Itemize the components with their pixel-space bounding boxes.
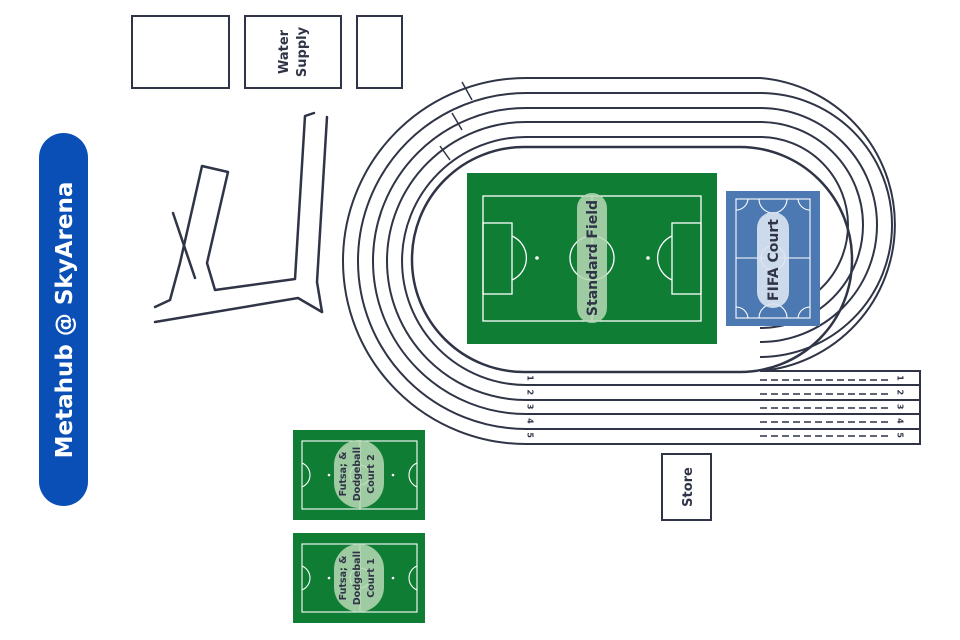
standard-field-label-pill	[577, 193, 607, 323]
fifa-court-label-pill	[757, 212, 789, 308]
lane-numbers-start: 1 2 3 4 5	[526, 375, 535, 438]
water-supply-building: Water Supply	[244, 15, 342, 89]
lane-number-start: 4	[526, 418, 535, 424]
futsal-dodgeball-court-1: Futsa; & Dodgeball Court 1	[293, 533, 425, 623]
water-supply-label-line1: Water	[277, 29, 292, 74]
running-track: 1 2 3 4 5 1 2 3 4 5	[342, 77, 921, 445]
court-1-label-line3: Court 1	[366, 558, 377, 597]
standard-field: Standard Field	[467, 173, 717, 344]
lane-number-start: 3	[526, 404, 535, 410]
court-2-label-line3: Court 2	[366, 454, 377, 493]
lane-number-start: 1	[526, 375, 535, 381]
lane-number-finish: 5	[896, 432, 905, 438]
court-1-label-pill	[334, 544, 384, 612]
lane-number-finish: 3	[896, 404, 905, 410]
track-lane-line	[372, 107, 920, 415]
track-lane-line	[386, 121, 920, 401]
lane-number-start: 5	[526, 432, 535, 438]
track-lane-line	[526, 107, 878, 343]
track-infield	[410, 145, 854, 374]
lane-number-finish: 1	[896, 375, 905, 381]
court-2-label-line2: Dodgeball	[352, 447, 363, 501]
access-paths	[153, 111, 329, 324]
fifa-court-label: FIFA Court	[766, 219, 782, 301]
track-lane-line	[342, 77, 921, 445]
lane-number-start: 2	[526, 390, 535, 396]
venue-title: Metahub @ SkyArena	[52, 182, 78, 459]
track-lane-line	[526, 92, 893, 358]
lane-number-finish: 2	[896, 390, 905, 396]
building-right	[356, 15, 403, 89]
track-lane-line	[401, 136, 920, 386]
court-1-label-line1: Futsa; &	[338, 556, 349, 601]
fifa-court: FIFA Court	[726, 191, 820, 326]
lane-numbers-finish: 1 2 3 4 5	[896, 375, 905, 438]
title-banner: Metahub @ SkyArena	[39, 133, 88, 506]
court-2-label-line1: Futsa; &	[338, 452, 349, 497]
court-2-label-pill	[334, 440, 384, 508]
store-label: Store	[681, 467, 696, 507]
water-supply-label-line2: Supply	[295, 26, 310, 77]
court-1-label-line2: Dodgeball	[352, 551, 363, 605]
building-left	[131, 15, 230, 89]
lane-number-finish: 4	[896, 418, 905, 424]
standard-field-label: Standard Field	[585, 200, 601, 316]
store-building: Store	[661, 453, 712, 521]
track-lane-line	[357, 92, 920, 430]
futsal-dodgeball-court-2: Futsa; & Dodgeball Court 2	[293, 430, 425, 520]
